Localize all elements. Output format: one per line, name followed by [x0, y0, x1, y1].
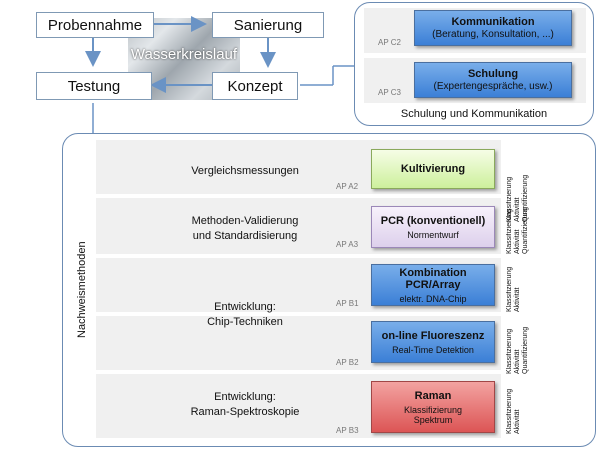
desc-methoden: Methoden-Validierung und Standardisierun…	[191, 215, 299, 242]
tags-b1: Klassifizierung Aktivität	[506, 266, 521, 312]
ap-label-b3: AP B3	[336, 426, 359, 435]
node-sanierung: Sanierung	[212, 12, 324, 38]
node-testung: Testung	[36, 72, 152, 100]
methods-side-label: Nachweismethoden	[76, 241, 88, 338]
pcr-array-title: Kombination PCR/Array	[399, 266, 467, 291]
node-probennahme: Probennahme	[36, 12, 154, 38]
raman-sub: Klassifizierung Spektrum	[403, 404, 463, 425]
raman-title: Raman	[414, 389, 452, 402]
fluoreszenz-title: on-line Fluoreszenz	[381, 329, 485, 342]
ap-label-a2: AP A2	[336, 182, 359, 191]
tags-a3: Klassifizierung Aktivität Quantifizierun…	[506, 206, 529, 254]
box-pcr-array: Kombination PCR/Array elektr. DNA-Chip	[371, 264, 495, 306]
node-konzept: Konzept	[212, 72, 298, 100]
kommunikation-sub: (Beratung, Konsultation, ...)	[432, 29, 554, 40]
box-schulung: Schulung (Expertengespräche, usw.)	[414, 62, 572, 98]
tags-b3: Klassifizierung Aktivität	[506, 388, 521, 434]
ap-label-b2: AP B2	[336, 358, 359, 367]
pcr-title: PCR (konventionell)	[380, 214, 486, 227]
box-pcr: PCR (konventionell) Normentwurf	[371, 206, 495, 248]
desc-raman: Entwicklung: Raman-Spektroskopie	[190, 391, 300, 418]
ap-label-c3: AP C3	[378, 88, 401, 97]
ap-label-a3: AP A3	[336, 240, 359, 249]
pcr-sub: Normentwurf	[407, 229, 459, 240]
schulung-sub: (Expertengespräche, usw.)	[433, 81, 553, 92]
box-kultivierung: Kultivierung	[371, 149, 495, 189]
tags-b2: Klassifizierung Aktivität Quantifizierun…	[506, 326, 529, 374]
ap-label-c2: AP C2	[378, 38, 401, 47]
box-fluoreszenz: on-line Fluoreszenz Real-Time Detektion	[371, 321, 495, 363]
fluoreszenz-sub: Real-Time Detektion	[392, 344, 474, 355]
kultivierung-title: Kultivierung	[400, 163, 466, 175]
communication-panel-caption: Schulung und Kommunikation	[400, 108, 548, 120]
ap-label-b1: AP B1	[336, 299, 359, 308]
water-cycle-title: Wasserkreislauf	[130, 46, 238, 63]
schulung-title: Schulung	[467, 68, 519, 80]
desc-vergleichsmessungen: Vergleichsmessungen	[191, 165, 299, 177]
desc-chip: Entwicklung: Chip-Techniken	[207, 301, 283, 328]
box-kommunikation: Kommunikation (Beratung, Konsultation, .…	[414, 10, 572, 46]
box-raman: Raman Klassifizierung Spektrum	[371, 381, 495, 433]
pcr-array-sub: elektr. DNA-Chip	[399, 293, 467, 304]
kommunikation-title: Kommunikation	[451, 16, 535, 28]
